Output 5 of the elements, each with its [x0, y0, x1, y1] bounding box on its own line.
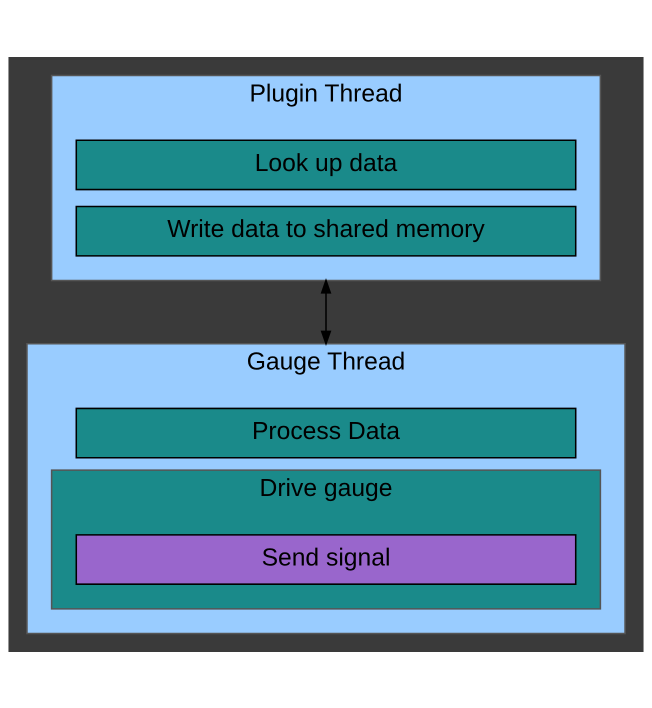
node-box: Process Data — [76, 407, 576, 458]
node-box: Look up data — [76, 138, 576, 190]
node-box: Write data to shared memory — [76, 205, 576, 256]
node-box: Send signal — [76, 534, 576, 584]
arrow — [320, 278, 332, 346]
